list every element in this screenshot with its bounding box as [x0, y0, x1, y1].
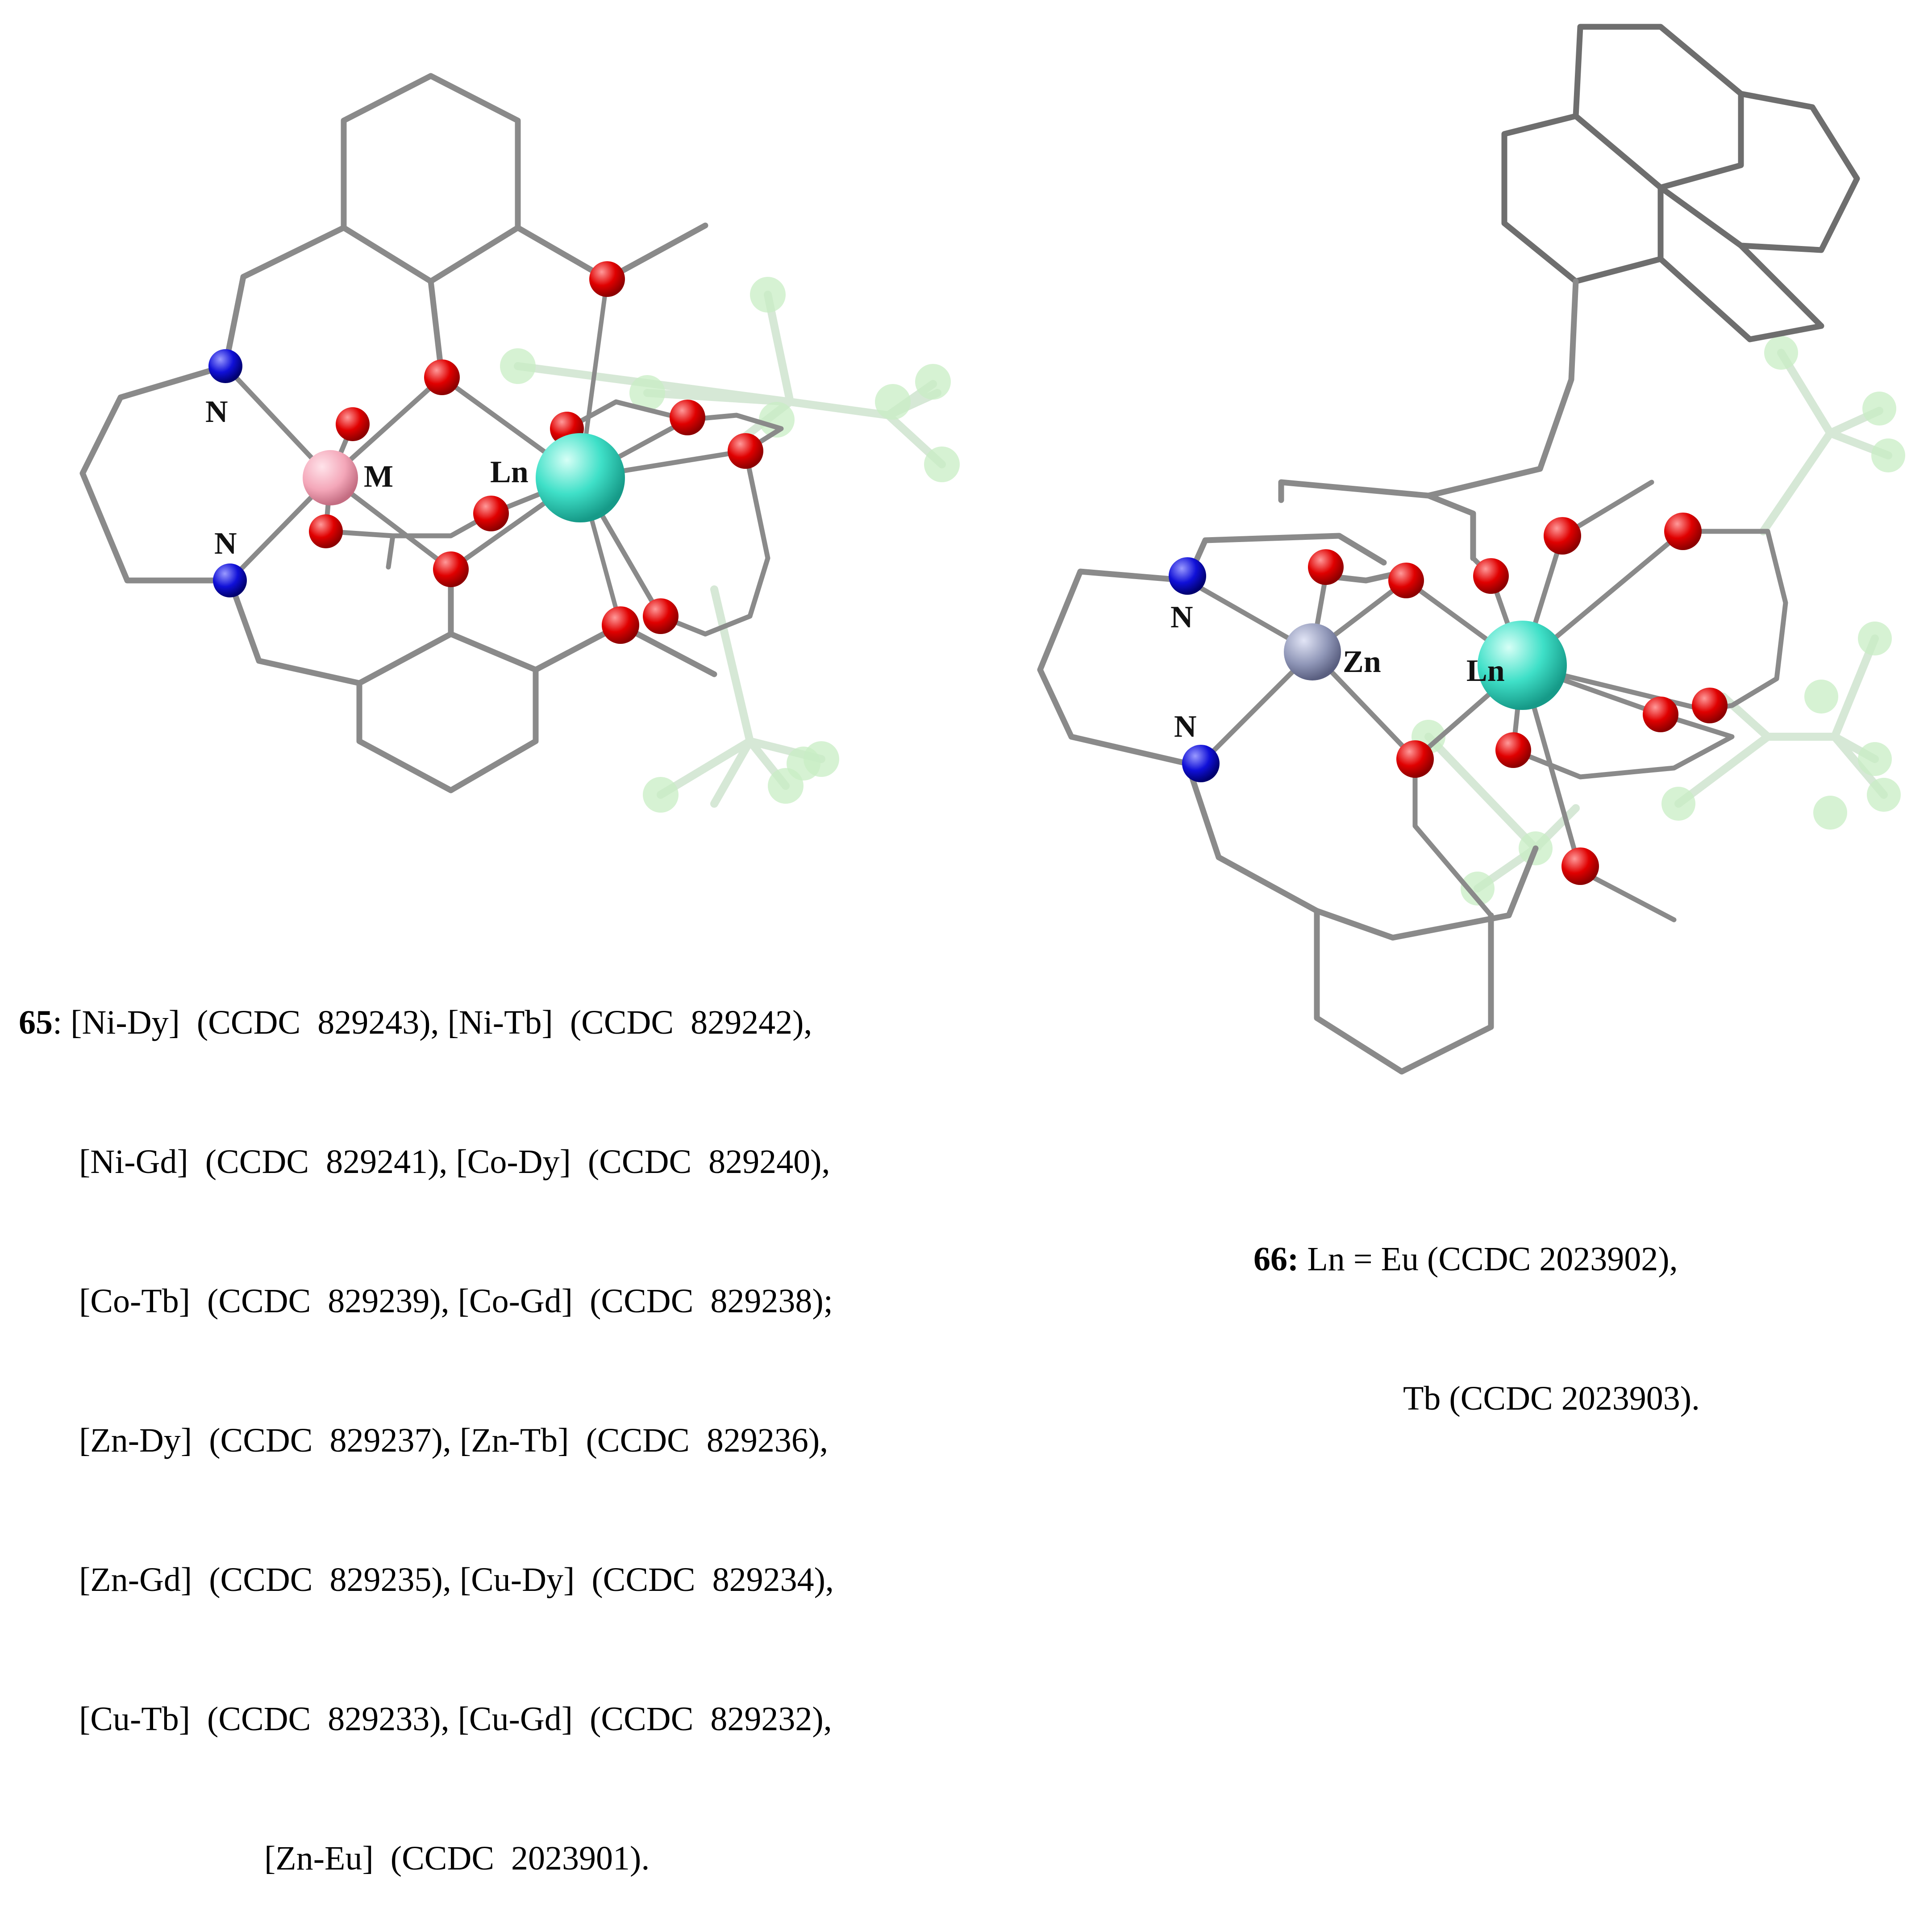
nitrogen-atom	[208, 349, 242, 383]
caption-line: [Co-Tb] (CCDC 829239), [Co-Gd] (CCDC 829…	[79, 1282, 833, 1320]
caption-line: Ln = Eu (CCDC 2023902),	[1299, 1240, 1678, 1278]
zinc-atom	[1284, 623, 1341, 680]
oxygen-atom	[1643, 697, 1678, 732]
oxygen-atom	[670, 400, 705, 435]
lanthanide-atom	[1478, 621, 1567, 710]
oxygen-atom	[602, 606, 639, 644]
nitrogen-atom	[1169, 557, 1206, 595]
cf3-groups-66	[1412, 336, 1905, 906]
atom-label-zn: Zn	[1343, 645, 1381, 679]
atom-label-ln: Ln	[490, 455, 529, 489]
oxygen-atom	[1495, 732, 1531, 768]
caption-65: 65: [Ni-Dy] (CCDC 829243), [Ni-Tb] (CCDC…	[19, 906, 834, 1928]
oxygen-atom	[309, 514, 343, 548]
atom-label-n: N	[205, 395, 228, 429]
structure-66: N N Zn Ln	[1037, 24, 1905, 1075]
atom-label-m: M	[364, 459, 393, 494]
cf3-groups-65	[500, 277, 960, 813]
oxygen-atom	[643, 598, 679, 634]
lanthanide-atom	[536, 433, 625, 522]
caption-line: [Ni-Gd] (CCDC 829241), [Co-Dy] (CCDC 829…	[79, 1143, 830, 1181]
oxygen-atom	[1308, 549, 1344, 585]
oxygen-atom	[336, 407, 370, 441]
oxygen-atom	[728, 433, 763, 469]
pyrene-bonds	[1425, 24, 1860, 499]
oxygen-atom	[1561, 847, 1599, 885]
oxygen-atom	[1664, 513, 1702, 550]
atom-label-n: N	[1170, 600, 1193, 634]
compound-number: 66:	[1253, 1240, 1299, 1278]
oxygen-atom	[1544, 517, 1581, 555]
caption-line: [Cu-Tb] (CCDC 829233), [Cu-Gd] (CCDC 829…	[79, 1700, 832, 1738]
atoms-66	[1169, 513, 1728, 885]
caption-line: [Zn-Eu] (CCDC 2023901).	[264, 1840, 650, 1877]
atom-label-ln: Ln	[1466, 654, 1505, 688]
caption-66: 66: Ln = Eu (CCDC 2023902), Tb (CCDC 202…	[1253, 1143, 1700, 1468]
atoms-65	[208, 261, 763, 644]
nitrogen-atom	[1182, 745, 1220, 782]
caption-line: Tb (CCDC 2023903).	[1403, 1380, 1700, 1417]
oxygen-atom	[1388, 563, 1424, 598]
caption-line: [Zn-Gd] (CCDC 829235), [Cu-Dy] (CCDC 829…	[79, 1561, 834, 1598]
oxygen-atom	[1396, 740, 1434, 778]
oxygen-atom	[473, 496, 509, 531]
ligand-bonds-65	[79, 73, 784, 793]
metal-atom-m	[303, 450, 358, 505]
oxygen-atom	[1692, 688, 1728, 723]
atom-label-n: N	[214, 526, 237, 561]
oxygen-atom	[1473, 558, 1509, 594]
oxygen-atom	[424, 359, 460, 395]
atom-label-n: N	[1174, 709, 1197, 744]
caption-line: [Zn-Dy] (CCDC 829237), [Zn-Tb] (CCDC 829…	[79, 1422, 829, 1459]
compound-number: 65	[19, 1004, 53, 1041]
crystal-structures-figure: N N M Ln	[79, 24, 1905, 1075]
structure-65: N N M Ln	[79, 73, 960, 813]
oxygen-atom	[589, 261, 625, 297]
oxygen-atom	[433, 551, 469, 587]
caption-line: : [Ni-Dy] (CCDC 829243), [Ni-Tb] (CCDC 8…	[53, 1004, 812, 1041]
nitrogen-atom	[213, 563, 247, 597]
